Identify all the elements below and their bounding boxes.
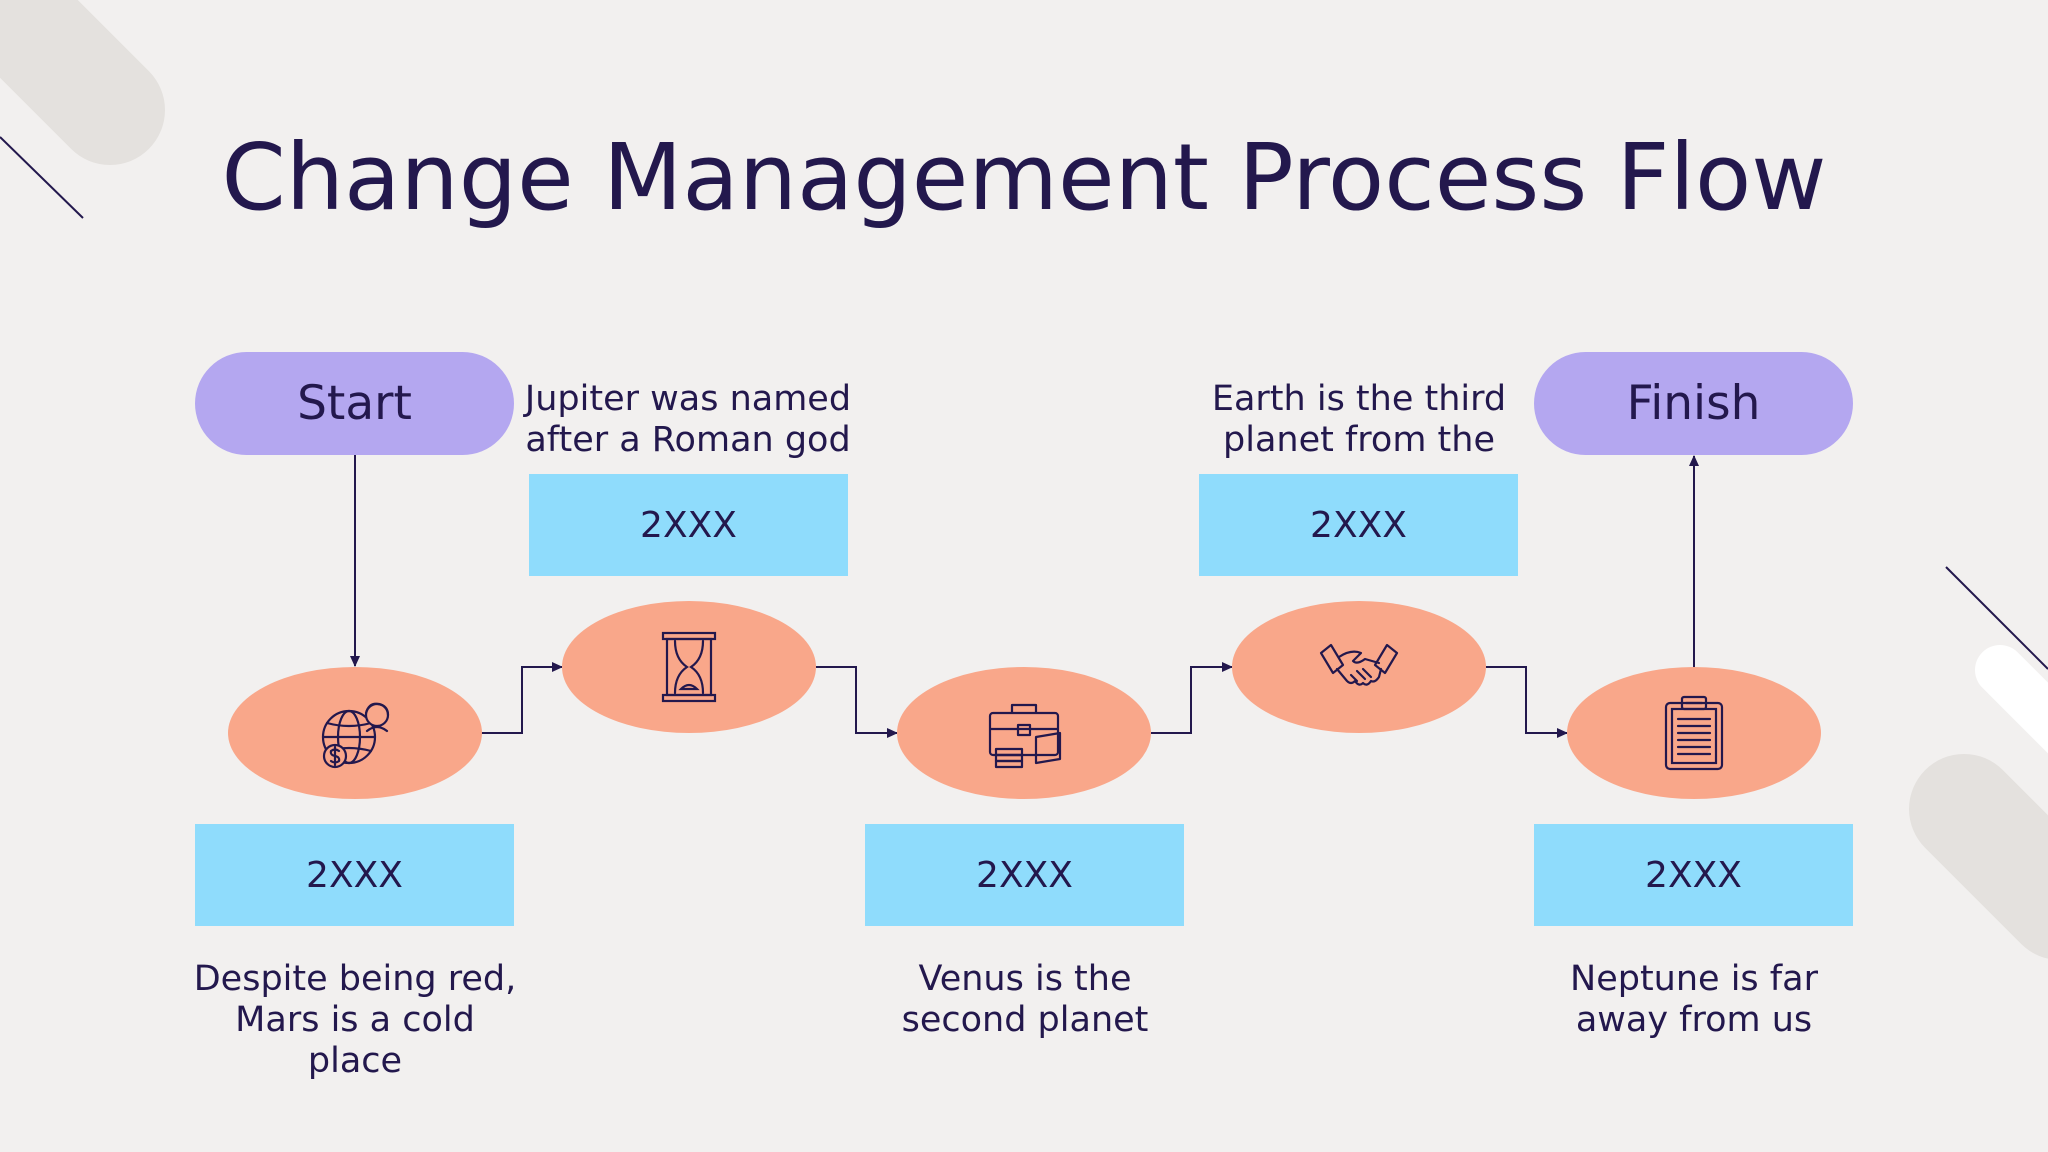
year-box-stage5: 2XXX [1534,824,1853,926]
clipboard-icon [1664,695,1724,771]
year-box-stage4: 2XXX [1199,474,1518,576]
globe-person-dollar-icon [321,702,390,769]
briefcase-money-icon [988,703,1062,769]
connector-stage4-to-stage5 [1486,666,1568,738]
stage2-node [562,601,816,733]
decor-line-right [1945,566,2048,670]
connector-stage3-to-stage4 [1151,662,1233,734]
start-pill: Start [195,352,514,455]
caption-stage4: Earth is the third planet from the Sun [1211,379,1507,460]
start-label: Start [297,376,412,431]
year-box-stage1: 2XXX [195,824,514,926]
decor-white-stroke-right [1975,645,2048,754]
caption-stage3: Venus is the second planet [901,959,1149,1040]
year-label: 2XXX [640,504,737,546]
year-box-stage2: 2XXX [529,474,848,576]
year-label: 2XXX [976,854,1073,896]
caption-stage5: Neptune is far away from us [1570,959,1818,1040]
hourglass-icon [661,631,717,703]
finish-pill: Finish [1534,352,1853,455]
year-label: 2XXX [306,854,403,896]
caption-stage2: Jupiter was named after a Roman god [524,379,852,460]
finish-label: Finish [1626,376,1761,431]
decor-stroke-top-left [0,0,165,165]
decor-line-top-left [0,136,84,219]
decor-stroke-right [1909,754,2048,959]
connector-stage1-to-stage2 [481,662,563,734]
stage3-node [897,667,1151,799]
caption-stage1: Despite being red, Mars is a cold place [193,959,517,1081]
stage5-node [1567,667,1821,799]
year-label: 2XXX [1645,854,1742,896]
connector-stage2-to-stage3 [816,666,898,738]
page-title: Change Management Process Flow [221,124,1827,231]
year-box-stage3: 2XXX [865,824,1184,926]
handshake-icon [1319,643,1399,686]
stage1-node [228,667,482,799]
year-label: 2XXX [1310,504,1407,546]
stage4-node [1232,601,1486,733]
